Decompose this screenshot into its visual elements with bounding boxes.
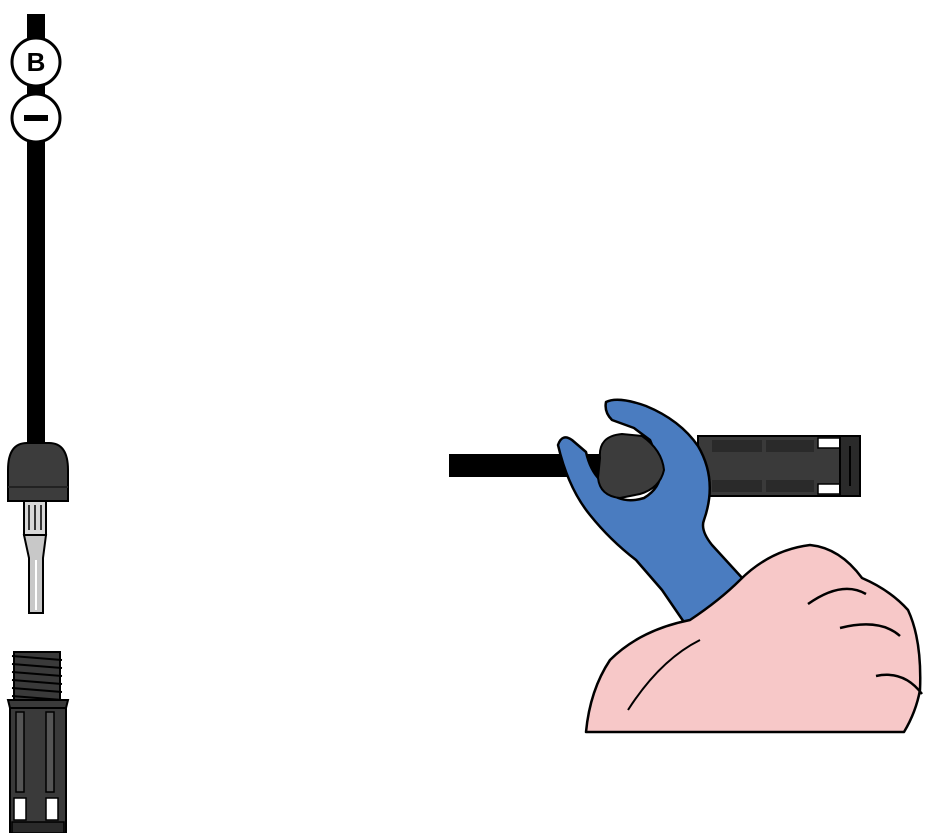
letter-b-circle-icon: B bbox=[10, 36, 62, 88]
minus-circle-icon bbox=[10, 92, 62, 144]
glove-finger-line bbox=[875, 673, 923, 695]
glove-finger-line bbox=[807, 587, 867, 606]
right-tightening-scene bbox=[449, 398, 923, 734]
open-end-wrench-icon bbox=[556, 398, 746, 630]
crimp-contact bbox=[22, 500, 48, 614]
sealing-nut-horizontal bbox=[596, 432, 666, 500]
glove-finger-line bbox=[627, 639, 701, 711]
left-cable-assembly: B bbox=[6, 14, 70, 833]
glove-finger-line bbox=[839, 623, 901, 637]
sealing-nut bbox=[7, 442, 69, 502]
connector-housing-vertical bbox=[6, 651, 70, 833]
cable-letter-label: B bbox=[27, 47, 46, 77]
polarity-minus-bar bbox=[24, 115, 48, 121]
gloved-hand-icon bbox=[584, 543, 922, 734]
mc4-connector-icon bbox=[697, 435, 861, 497]
